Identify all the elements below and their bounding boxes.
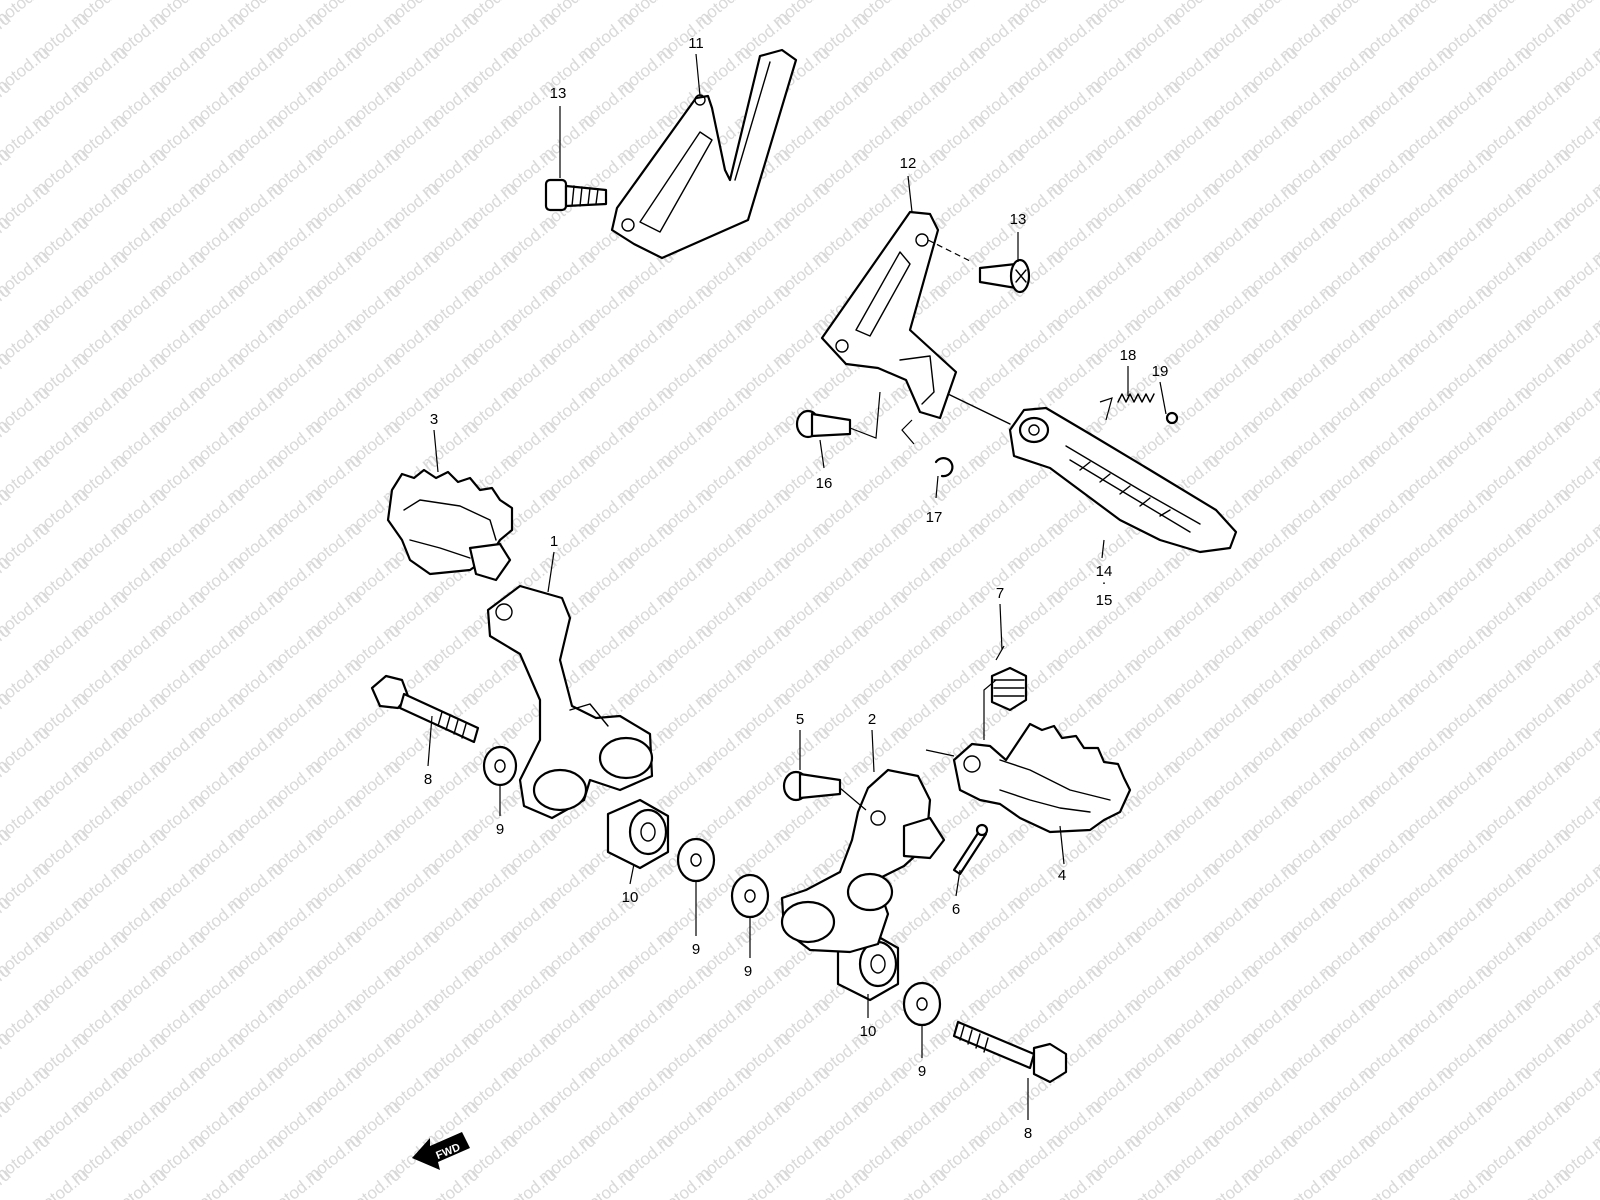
- watermark-text: motod.ru: [964, 1165, 1029, 1200]
- part-19-ball: [1165, 411, 1179, 425]
- callout-8-right: 8: [1024, 1125, 1032, 1142]
- watermark-text: motod.ru: [28, 1165, 93, 1200]
- watermark-text: motod.ru: [340, 1165, 405, 1200]
- callout-10-b: 10: [860, 1023, 877, 1040]
- callout-3: 3: [430, 411, 438, 428]
- callout-9-d: 9: [918, 1063, 926, 1080]
- watermark-text: motod.ru: [1198, 1165, 1263, 1200]
- watermark-text: motod.ru: [574, 1165, 639, 1200]
- callout-17: 17: [926, 509, 943, 526]
- watermark-text: motod.ru: [106, 1165, 171, 1200]
- callout-9-b: 9: [692, 941, 700, 958]
- callout-7: 7: [996, 585, 1004, 602]
- callout-8-left: 8: [424, 771, 432, 788]
- part-9-washer-b: [676, 837, 716, 883]
- callout-18: 18: [1120, 347, 1137, 364]
- watermark-text: motod.ru: [1276, 1165, 1341, 1200]
- watermark-text: motod.ru: [184, 1165, 249, 1200]
- part-9-washer-c: [730, 873, 770, 919]
- watermark-text: motod.ru: [496, 1165, 561, 1200]
- part-17-clip: [934, 457, 954, 478]
- part-9-washer-d: [902, 981, 942, 1027]
- watermark-text: motod.ru: [262, 1165, 327, 1200]
- callout-13-right: 13: [1010, 211, 1027, 228]
- callout-13-upper: 13: [550, 85, 567, 102]
- watermark-text: motod.ru: [1432, 1165, 1497, 1200]
- part-9-washer-a: [482, 745, 518, 787]
- callout-19: 19: [1152, 363, 1169, 380]
- watermark-text: motod.ru: [1354, 1165, 1419, 1200]
- callout-2: 2: [868, 711, 876, 728]
- callout-9-a: 9: [496, 821, 504, 838]
- callout-10-a: 10: [622, 889, 639, 906]
- callout-6: 6: [952, 901, 960, 918]
- part-5-pin: [782, 770, 842, 802]
- watermark-text: motod.ru: [1588, 1165, 1600, 1200]
- callout-15: 15: [1096, 592, 1113, 609]
- watermark-text: motod.ru: [1042, 1165, 1107, 1200]
- watermark-text: motod.ru: [1510, 1165, 1575, 1200]
- callout-5: 5: [796, 711, 804, 728]
- watermark-text: motod.ru: [418, 1165, 483, 1200]
- callout-1: 1: [550, 533, 558, 550]
- callout-separator-dot: ·: [1102, 574, 1107, 591]
- watermark-text: motod.ru: [1120, 1165, 1185, 1200]
- callout-12: 12: [900, 155, 917, 172]
- callout-9-c: 9: [744, 963, 752, 980]
- watermark-text: motod.ru: [886, 1165, 951, 1200]
- watermark-text: motod.ru: [730, 1165, 795, 1200]
- part-16-pin: [795, 409, 852, 439]
- watermark-text: motod.ru: [652, 1165, 717, 1200]
- callout-4: 4: [1058, 867, 1066, 884]
- watermark-text: motod.ru: [808, 1165, 873, 1200]
- callout-16: 16: [816, 475, 833, 492]
- part-10-bushing-a: [606, 798, 670, 870]
- callout-11: 11: [688, 35, 704, 52]
